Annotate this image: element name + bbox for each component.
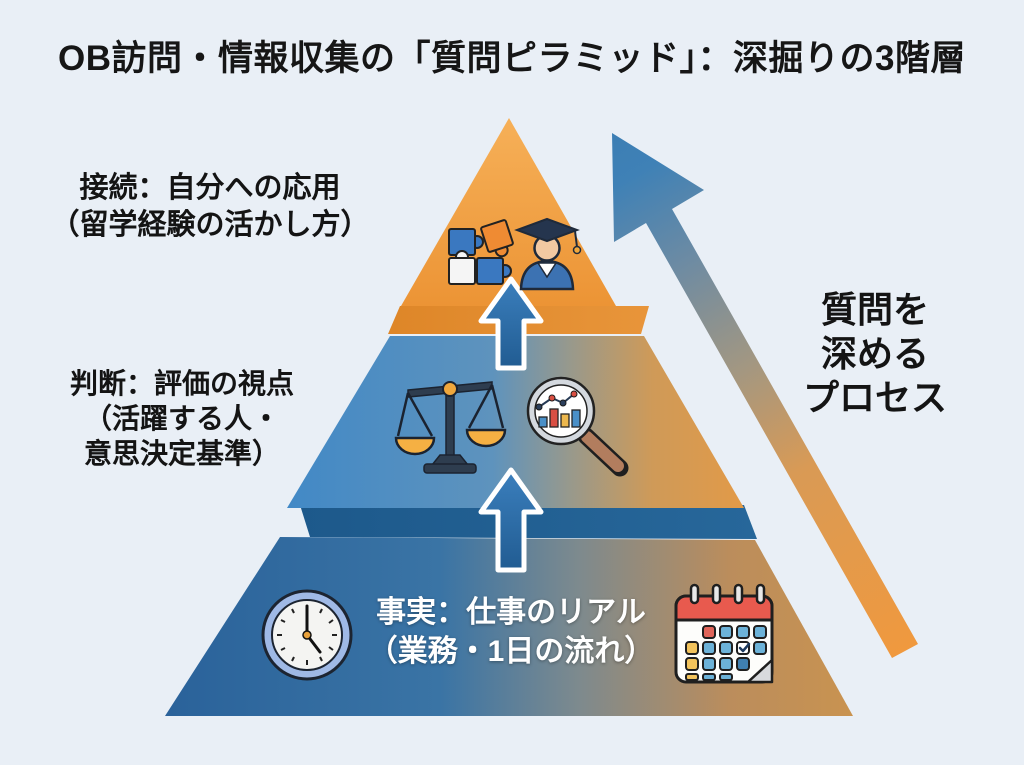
magnifier-chart-icon <box>526 376 629 477</box>
page-title: OB訪問・情報収集の「質問ピラミッド」：深掘りの3階層 <box>58 39 966 78</box>
tier-middle-shape <box>287 336 744 508</box>
up-arrow-icon-upper <box>478 276 544 371</box>
tier-middle-label-line1: 判断：評価の視点 <box>69 368 294 399</box>
process-label-line2: 深める <box>820 333 929 374</box>
puzzle-icon <box>448 219 514 285</box>
tier-middle-label-line2: （活躍する人・ <box>83 403 280 434</box>
tier-top-label: 接続：自分への応用 （留学経験の活かし方） <box>50 170 370 244</box>
tier-bottom-label: 事実：仕事のリアル （業務・1日の流れ） <box>341 593 681 671</box>
tier-top-shape <box>401 118 616 306</box>
graduate-icon <box>514 217 582 291</box>
process-label-line1: 質問を <box>820 289 929 330</box>
tier-middle-label-line3: 意思決定基準） <box>83 438 280 469</box>
tier-bottom-label-line2: （業務・1日の流れ） <box>367 635 655 668</box>
calendar-icon <box>674 583 774 684</box>
process-label-line3: プロセス <box>802 377 947 418</box>
process-arrow-icon <box>612 133 918 658</box>
tier-middle-label: 判断：評価の視点 （活躍する人・ 意思決定基準） <box>22 366 342 471</box>
tier-top-label-line1: 接続：自分への応用 <box>79 172 341 204</box>
clock-icon <box>261 589 353 681</box>
tier-bottom-label-line1: 事実：仕事のリアル <box>376 596 646 629</box>
up-arrow-icon-lower <box>478 467 544 573</box>
process-label: 質問を 深める プロセス <box>790 288 960 420</box>
tier-middle-edge <box>300 505 757 539</box>
balance-scale-icon <box>394 381 507 474</box>
tier-top-label-line2: （留学経験の活かし方） <box>50 209 370 241</box>
